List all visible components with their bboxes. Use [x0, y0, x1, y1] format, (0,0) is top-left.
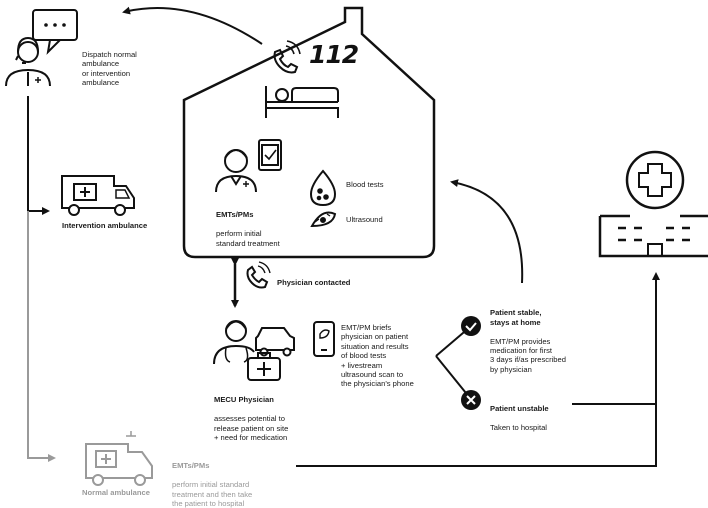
house-to-dispatch-arrow: [122, 6, 263, 45]
normal-ambulance-label: Normal ambulance: [82, 488, 150, 497]
house-outline: [182, 6, 436, 259]
mecu-title: MECU Physician: [214, 395, 274, 405]
unstable-block: Patient unstable Taken to hospital: [490, 395, 549, 433]
cross-icon: [461, 390, 481, 410]
stable-text: EMT/PM provides medication for first 3 d…: [490, 336, 566, 374]
mecu-text: assesses potential to release patient on…: [214, 414, 289, 443]
unstable-to-hospital-arrow: [572, 272, 660, 405]
dispatch-line-faded: [27, 211, 56, 462]
normal-text: perform initial standard treatment and t…: [172, 480, 253, 508]
branch-to-unstable: [435, 355, 471, 399]
emt-text: perform initial standard treatment: [216, 229, 280, 248]
stable-back-home-arrow: [450, 179, 524, 284]
dispatcher-icon: [5, 9, 78, 87]
emt-icon: [215, 139, 282, 193]
hospital-icon: [598, 150, 708, 258]
intervention-ambulance-label: Intervention ambulance: [62, 221, 148, 230]
check-icon: [461, 316, 481, 336]
normal-to-hospital-line: [296, 404, 657, 467]
brief-text: EMT/PM briefs physician on patient situa…: [341, 323, 414, 389]
mecu-physician-icon: [213, 320, 255, 365]
normal-title: EMTs/PMs: [172, 461, 210, 471]
ultrasound-label: Ultrasound: [346, 215, 383, 224]
unstable-text: Taken to hospital: [490, 423, 547, 433]
bed-icon: [265, 86, 339, 118]
blood-tests-label: Blood tests: [346, 180, 384, 189]
ultrasound-icon: [310, 211, 337, 228]
stable-block: Patient stable, stays at home EMT/PM pro…: [490, 299, 566, 374]
emergency-number: 112: [309, 40, 359, 69]
phone-contact-icon: [246, 261, 271, 289]
unstable-title: Patient unstable: [490, 404, 549, 414]
blood-drop-icon: [309, 169, 337, 207]
emt-block: EMTs/PMs perform initial standard treatm…: [216, 201, 280, 248]
normal-ambulance-icon: [85, 431, 153, 486]
smartphone-icon: [313, 321, 335, 357]
phone-icon: [273, 40, 301, 74]
dispatch-text: Dispatch normal ambulance or interventio…: [82, 50, 137, 88]
intervention-ambulance-icon: [61, 175, 135, 216]
physician-contacted-label: Physician contacted: [277, 278, 351, 287]
medical-bag-icon: [247, 352, 281, 381]
stable-title: Patient stable, stays at home: [490, 308, 542, 327]
car-icon: [255, 327, 295, 357]
normal-block: EMTs/PMs perform initial standard treatm…: [172, 452, 252, 508]
mecu-block: MECU Physician assesses potential to rel…: [214, 386, 288, 442]
emt-title: EMTs/PMs: [216, 210, 254, 220]
